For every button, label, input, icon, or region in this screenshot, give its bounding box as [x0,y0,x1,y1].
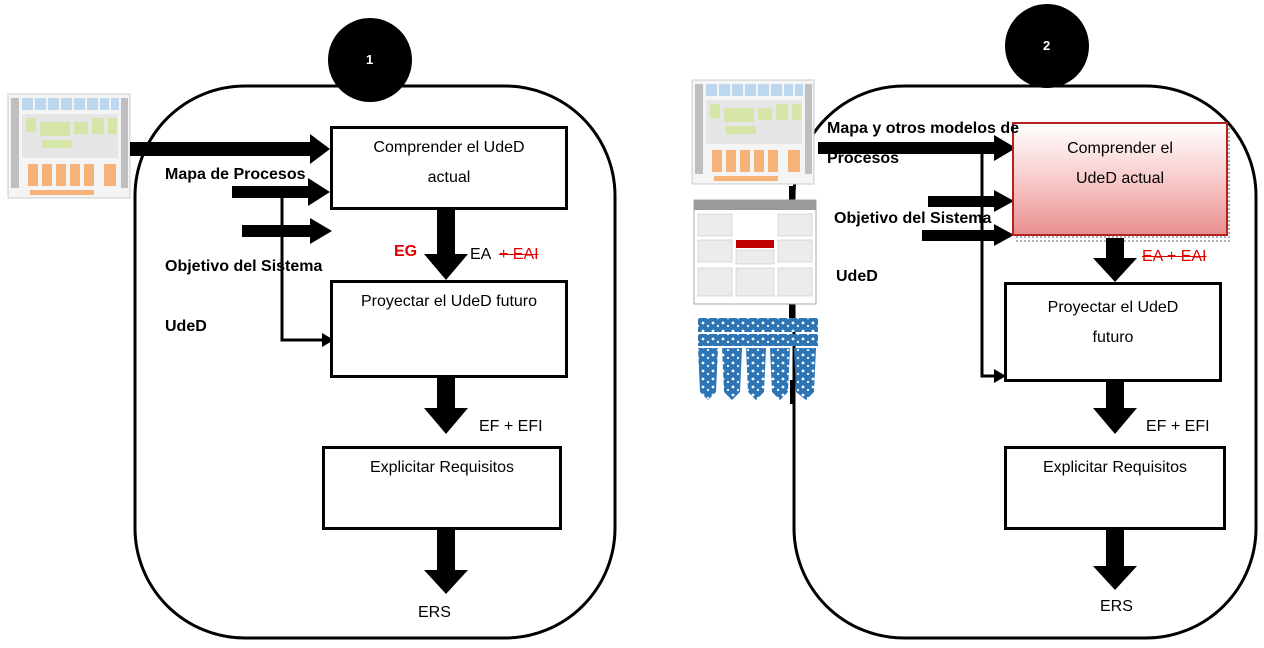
objective-document-thumbnail [693,199,817,305]
panel1-box-requirements-label: Explicitar Requisitos [369,459,515,476]
panel1-label-ef: EF + EFI [479,418,543,435]
panel2-input-process-map-line2: Procesos [827,150,900,167]
panel2-connector-line [789,186,793,202]
panel2-box-requirements-label: Explicitar Requisitos [1042,459,1188,476]
panel2-input-objective: Objetivo del Sistema [834,210,992,227]
panel2-number-circle [1005,4,1089,88]
panel1-label-ea: EA [470,246,492,263]
panel2-box-requirements[interactable]: Explicitar Requisitos [1004,446,1226,530]
panel1-input-process-map: Mapa de Procesos [165,166,306,183]
process-map-thumbnail-2 [691,79,815,185]
panel2-input-process-map-line1: Mapa y otros modelos de [827,120,1020,137]
panel2-box-project[interactable]: Proyectar el UdeD futuro [1004,282,1222,382]
panel2-box-understand-label: Comprender el UdeD actual [1067,140,1173,187]
panel2-label-ea-eai: EA + EAI [1142,248,1207,265]
panel1-number-circle [328,18,412,102]
panel1-input-uded: UdeD [165,318,207,335]
panel1-label-eai: + EAI [499,246,539,263]
panel2-box-understand[interactable]: Comprender el UdeD actual [1012,122,1228,236]
panel2-box-project-label: Proyectar el UdeD futuro [1047,299,1179,346]
panel1-number: 1 [366,52,374,67]
panel2-arrows [818,135,1137,590]
uded-columns-thumbnail [698,318,818,400]
panel1-box-requirements[interactable]: Explicitar Requisitos [322,446,562,530]
panel1-arrows [130,134,468,594]
panel1-box-project-label: Proyectar el UdeD futuro [360,293,538,310]
panel2-number: 2 [1043,38,1051,53]
panel1-box-project[interactable]: Proyectar el UdeD futuro [330,280,568,378]
panel1-input-objective: Objetivo del Sistema [165,258,323,275]
panel2-label-ef: EF + EFI [1146,418,1210,435]
panel1-box-understand-label: Comprender el UdeD actual [373,139,525,186]
panel1-label-ers: ERS [418,604,451,621]
panel1-label-eg: EG [394,243,418,260]
panel1-box-understand[interactable]: Comprender el UdeD actual [330,126,568,210]
panel2-label-ers: ERS [1100,598,1133,615]
panel2-input-uded: UdeD [836,268,878,285]
process-map-thumbnail-1 [7,93,131,199]
panel2-frame [792,84,1258,640]
